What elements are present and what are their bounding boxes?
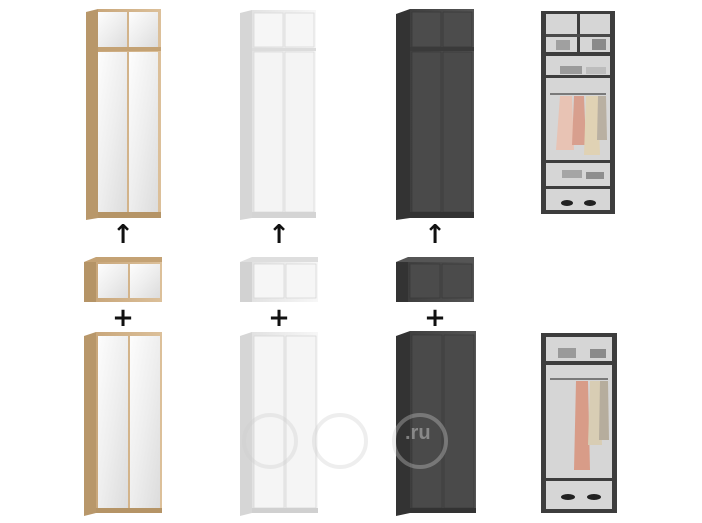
white-base-wardrobe	[240, 332, 318, 516]
open-tall-wardrobe-interior	[541, 11, 615, 214]
watermark-logo	[242, 413, 448, 469]
graphite-base-wardrobe	[396, 331, 476, 516]
open-base-wardrobe-interior	[541, 333, 617, 513]
arrow-up-icon: ↑	[268, 220, 290, 250]
graphite-tall-wardrobe-with-mezzanine	[396, 9, 474, 220]
white-mezzanine-box	[240, 257, 318, 302]
arrow-up-icon: ↑	[424, 220, 446, 250]
white-tall-wardrobe-with-mezzanine	[240, 10, 316, 220]
watermark-text: .ru	[405, 422, 431, 444]
plus-icon: +	[268, 303, 290, 333]
arrow-up-icon: ↑	[112, 220, 134, 250]
plus-icon: +	[424, 303, 446, 333]
graphite-mezzanine-box	[396, 257, 474, 302]
oak-base-wardrobe	[84, 332, 162, 516]
plus-icon: +	[112, 303, 134, 333]
oak-tall-wardrobe-with-mezzanine	[86, 9, 161, 220]
oak-mezzanine-box	[84, 257, 162, 302]
